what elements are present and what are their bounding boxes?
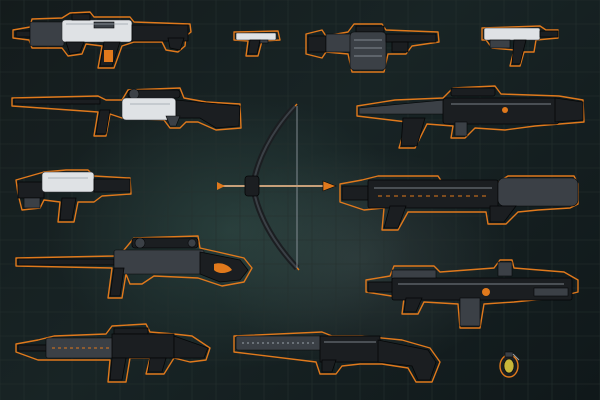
assault-rifle-light-sprite	[10, 8, 195, 76]
compound-bow-sprite	[215, 100, 340, 275]
shotgun-sprite	[232, 326, 444, 388]
carbine-sprite	[14, 318, 212, 390]
smg-light-sprite	[480, 22, 560, 70]
bolt-sniper-sprite	[14, 234, 254, 300]
frag-grenade-sprite	[498, 350, 522, 380]
compact-smg-sprite	[14, 164, 134, 226]
light-machine-gun-sprite	[364, 258, 580, 330]
grenade-launcher-sprite	[302, 14, 442, 76]
sniper-rifle-light-sprite	[10, 84, 242, 140]
bullpup-rifle-sprite	[355, 82, 585, 154]
pistol-sprite	[232, 28, 282, 58]
heavy-cannon-sprite	[338, 172, 580, 234]
